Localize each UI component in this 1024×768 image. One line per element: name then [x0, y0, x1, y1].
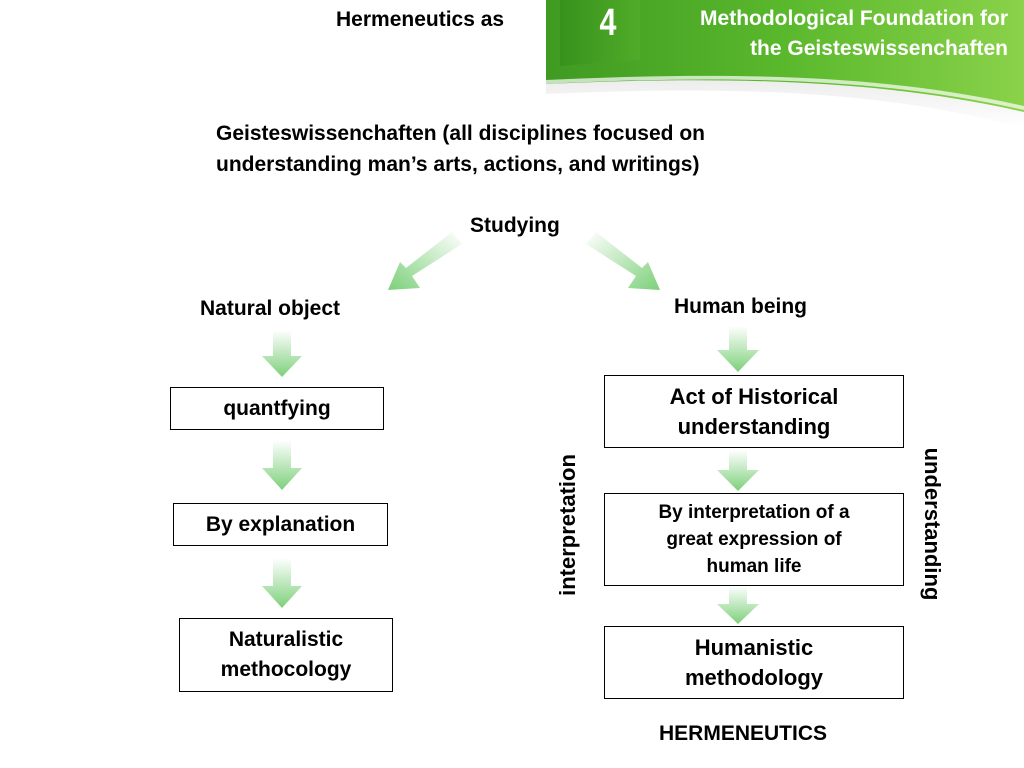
subtitle-line1: Geisteswissenchaften (all disciplines fo… — [216, 122, 705, 145]
interpretation-side-label: interpretation — [555, 454, 580, 596]
naturalistic-line1: Naturalistic — [228, 628, 344, 651]
arrow-explanation-to-naturalistic — [262, 558, 302, 608]
arrow-act-to-interpretation — [717, 450, 759, 491]
quantfying-box: quantfying — [170, 387, 384, 430]
explanation-label: By explanation — [205, 512, 356, 536]
quantfying-label: quantfying — [223, 396, 331, 420]
humanistic-line2: methodology — [684, 664, 824, 690]
banner-title: Methodological Foundation for the Geiste… — [620, 4, 1008, 64]
human-being-label: Human being — [674, 295, 808, 318]
naturalistic-line2: methocology — [220, 658, 352, 681]
arrow-natural-to-quantfying — [262, 330, 302, 377]
naturalistic-box: Naturalistic methocology — [179, 618, 393, 692]
expression-line3: human life — [706, 556, 802, 577]
historical-line1: Act of Historical — [669, 383, 839, 409]
understanding-side-label: understanding — [920, 447, 945, 601]
humanistic-box: Humanistic methodology — [604, 626, 904, 699]
arrow-root-to-natural — [388, 232, 462, 290]
section-number: 4 — [599, 2, 617, 44]
header-banner — [546, 0, 1024, 128]
arrow-root-to-human — [586, 232, 660, 290]
arrow-human-to-act — [717, 326, 759, 372]
arrow-interpretation-to-humanistic — [717, 586, 759, 624]
explanation-box: By explanation — [173, 503, 388, 546]
hermeneutics-label: HERMENEUTICS — [659, 722, 828, 745]
arrow-quantfying-to-explanation — [262, 440, 302, 490]
historical-line2: understanding — [677, 413, 831, 439]
expression-line1: By interpretation of a — [658, 502, 850, 523]
subtitle-line2: understanding man’s arts, actions, and w… — [216, 153, 700, 176]
banner-title-line2: the Geisteswissenchaften — [750, 37, 1008, 60]
historical-understanding-box: Act of Historical understanding — [604, 375, 904, 448]
natural-object-label: Natural object — [200, 297, 341, 320]
root-label: Studying — [470, 214, 560, 237]
header-title: Hermeneutics as — [336, 8, 505, 31]
subtitle: Geisteswissenchaften (all disciplines fo… — [216, 118, 836, 180]
humanistic-line1: Humanistic — [694, 634, 814, 660]
expression-line2: great expression of — [666, 529, 842, 550]
interpretation-expression-box: By interpretation of a great expression … — [604, 493, 904, 586]
banner-title-line1: Methodological Foundation for — [700, 7, 1008, 30]
